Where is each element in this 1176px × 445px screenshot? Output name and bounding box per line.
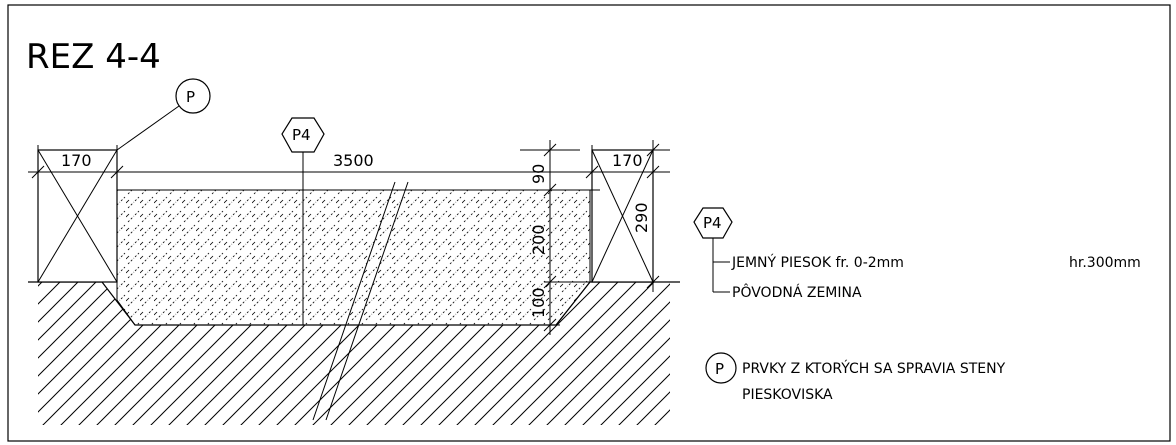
section-title: REZ 4-4	[26, 37, 161, 77]
legend-p4-line1: JEMNÝ PIESOK fr. 0-2mm	[731, 254, 904, 271]
p-tag	[116, 78, 211, 151]
p-tag-label: P	[186, 88, 195, 106]
vertical-dimension-post	[646, 140, 670, 292]
legend-p-label: P	[715, 360, 724, 378]
sand-fill	[116, 189, 591, 326]
legend-p-line1: PRVKY Z KTORÝCH SA SPRAVIA STENY	[742, 360, 1006, 377]
horizontal-dimension	[28, 145, 670, 179]
legend-p4-label: P4	[703, 214, 722, 232]
vertical-dimension-inner	[520, 140, 600, 335]
legend-p-line2: PIESKOVISKA	[742, 387, 833, 403]
dim-right-post: 170	[612, 151, 643, 170]
dim-bottom-depth: 100	[529, 287, 548, 318]
p4-tag	[281, 117, 325, 325]
p4-tag-label: P4	[292, 126, 311, 144]
legend-p-symbol	[705, 352, 737, 384]
dim-top-gap: 90	[529, 164, 548, 184]
dim-left-post: 170	[61, 151, 92, 170]
dim-post-height: 290	[632, 202, 651, 233]
drawing-border	[7, 4, 1171, 442]
dim-inner-width: 3500	[333, 151, 374, 170]
dim-sand-depth: 200	[529, 224, 548, 255]
legend-p4-line1-right: hr.300mm	[1069, 255, 1141, 271]
legend-p4-line2: PÔVODNÁ ZEMINA	[732, 283, 862, 301]
break-line	[312, 181, 409, 421]
legend-p4-symbol	[693, 207, 733, 293]
